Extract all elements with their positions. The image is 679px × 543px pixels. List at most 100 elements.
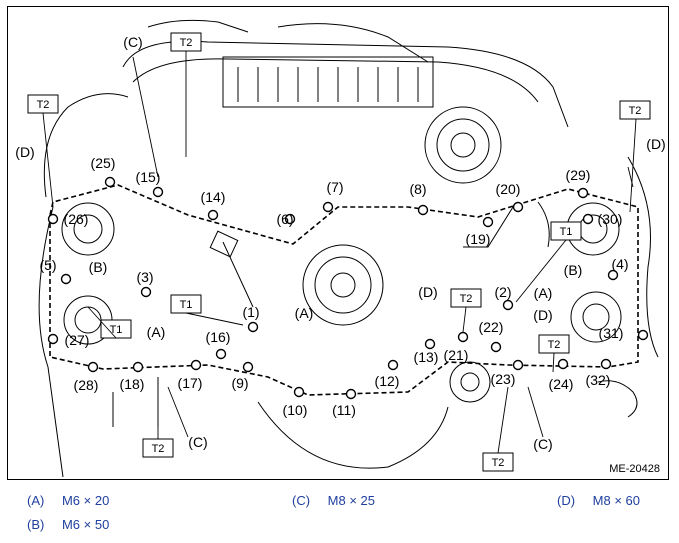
torque-box-t2-0: T2 (170, 32, 202, 52)
cylinder-bore-31 (570, 291, 622, 343)
letter-callout-a-3: (A) (147, 324, 166, 340)
bolt-markers (47, 176, 649, 400)
letter-callout-d-1: (D) (15, 144, 34, 160)
torque-box-label: T2 (180, 37, 193, 49)
bolt-label-1: (1) (242, 304, 259, 320)
bolt-label-22: (22) (479, 319, 504, 335)
leader-line (42, 112, 54, 208)
bolt-label-16: (16) (206, 329, 231, 345)
right-outlet-pipe (597, 380, 638, 418)
bolt-label-6: (6) (276, 211, 293, 227)
letter-callout-a-4: (A) (295, 305, 314, 321)
bolt-20-marker (512, 201, 524, 213)
bolt-11-marker (345, 388, 357, 400)
tightening-path (49, 184, 639, 396)
torque-box-label: T2 (492, 457, 505, 469)
legend-b-spec: M6 × 50 (61, 517, 110, 532)
bolt-30-marker (582, 213, 594, 225)
torque-box-t2-9: T2 (482, 452, 514, 472)
leader-line (629, 118, 637, 213)
bolt-6-marker (284, 213, 296, 225)
bolt-label-30: (30) (598, 211, 623, 227)
bolt-23-marker (512, 359, 524, 371)
torque-box-t1-5: T1 (550, 221, 582, 241)
bolt-3-marker (140, 286, 152, 298)
bolt-label-10: (10) (283, 402, 308, 418)
leader-line (167, 386, 189, 438)
bolt-25-marker (104, 176, 116, 188)
torque-box-t1-4: T1 (100, 319, 132, 339)
oil-pan (257, 401, 449, 469)
bolt-2-marker (502, 299, 514, 311)
bolt-label-20: (20) (496, 181, 521, 197)
legend-b-code: (B) (27, 517, 45, 532)
torque-box-t2-7: T2 (538, 334, 570, 354)
crank-pulley-inner (330, 272, 356, 298)
manifold-ribs (237, 67, 419, 102)
bolt-label-11: (11) (332, 402, 356, 418)
bolt-31-marker (637, 329, 649, 341)
legend-a-code: (A) (27, 493, 45, 508)
bolt-7-marker (322, 201, 334, 213)
bolt-28-marker (87, 361, 99, 373)
bolt-15-marker (152, 186, 164, 198)
legend-d: (D) M8 × 60 (557, 493, 640, 508)
bolt-24-marker (557, 358, 569, 370)
cylinder-bore-27-inner (74, 306, 102, 334)
throttle-body-inner (450, 132, 476, 158)
letter-callout-c-0: (C) (123, 34, 142, 50)
manifold-block (222, 56, 434, 108)
tightening-sequence-line (49, 184, 639, 396)
torque-box-label: T1 (110, 324, 123, 336)
bolt-label-23: (23) (491, 371, 516, 387)
top-hose (147, 19, 249, 33)
bolt-label-18: (18) (120, 376, 145, 392)
engine-bolt-diagram: (1)(2)(3)(4)(5)(6)(7)(8)(9)(10)(11)(12)(… (15, 19, 666, 478)
bolt-22-marker (490, 341, 502, 353)
leader-line (462, 306, 467, 333)
torque-box-t2-8: T2 (142, 438, 174, 458)
letter-callout-c-10: (C) (533, 436, 552, 452)
bolt-1-marker (247, 321, 259, 333)
torque-box-label: T1 (560, 226, 573, 238)
bolt-27-marker (47, 333, 59, 345)
letter-callout-c-9: (C) (188, 434, 207, 450)
leader-line (552, 352, 555, 373)
bolt-13-marker (424, 338, 436, 350)
leader-line (515, 239, 567, 303)
torque-box-label: T2 (152, 443, 165, 455)
legend-a: (A) M6 × 20 (27, 493, 109, 508)
bolt-18-marker (132, 361, 144, 373)
bolt-label-17: (17) (178, 375, 203, 391)
throttle-body-middle (436, 118, 490, 172)
water-pump-inner (460, 372, 480, 392)
torque-box-label: T2 (548, 339, 561, 351)
bolt-21-marker (457, 331, 469, 343)
intake-manifold-inner (132, 58, 539, 103)
torque-box-label: T2 (37, 99, 50, 111)
bolt-label-14: (14) (201, 189, 226, 205)
bolt-label-9: (9) (231, 375, 248, 391)
leader-line (497, 386, 509, 454)
bolt-label-27: (27) (65, 332, 90, 348)
bolt-8-marker (417, 204, 429, 216)
bolt-label-3: (3) (136, 269, 153, 285)
torque-box-label: T1 (180, 299, 193, 311)
bolt-label-5: (5) (39, 257, 56, 273)
callout-labels: (1)(2)(3)(4)(5)(6)(7)(8)(9)(10)(11)(12)(… (15, 32, 666, 472)
bolt-9-marker (242, 361, 254, 373)
right-cable (627, 156, 659, 358)
bolt-16-marker (215, 348, 227, 360)
torque-box-t2-6: T2 (450, 288, 482, 308)
left-hose (43, 93, 129, 198)
bolt-label-32: (32) (586, 372, 611, 388)
legend-d-code: (D) (557, 493, 576, 508)
letter-callout-b-7: (B) (564, 262, 583, 278)
legend-c: (C) M8 × 25 (292, 493, 375, 508)
crank-pulley-middle (314, 256, 372, 314)
bolt-label-2: (2) (494, 284, 511, 300)
bolt-5-marker (60, 273, 72, 285)
cylinder-bore-26-inner (73, 214, 103, 244)
bolt-17-marker (190, 359, 202, 371)
letter-callout-b-2: (B) (89, 259, 108, 275)
